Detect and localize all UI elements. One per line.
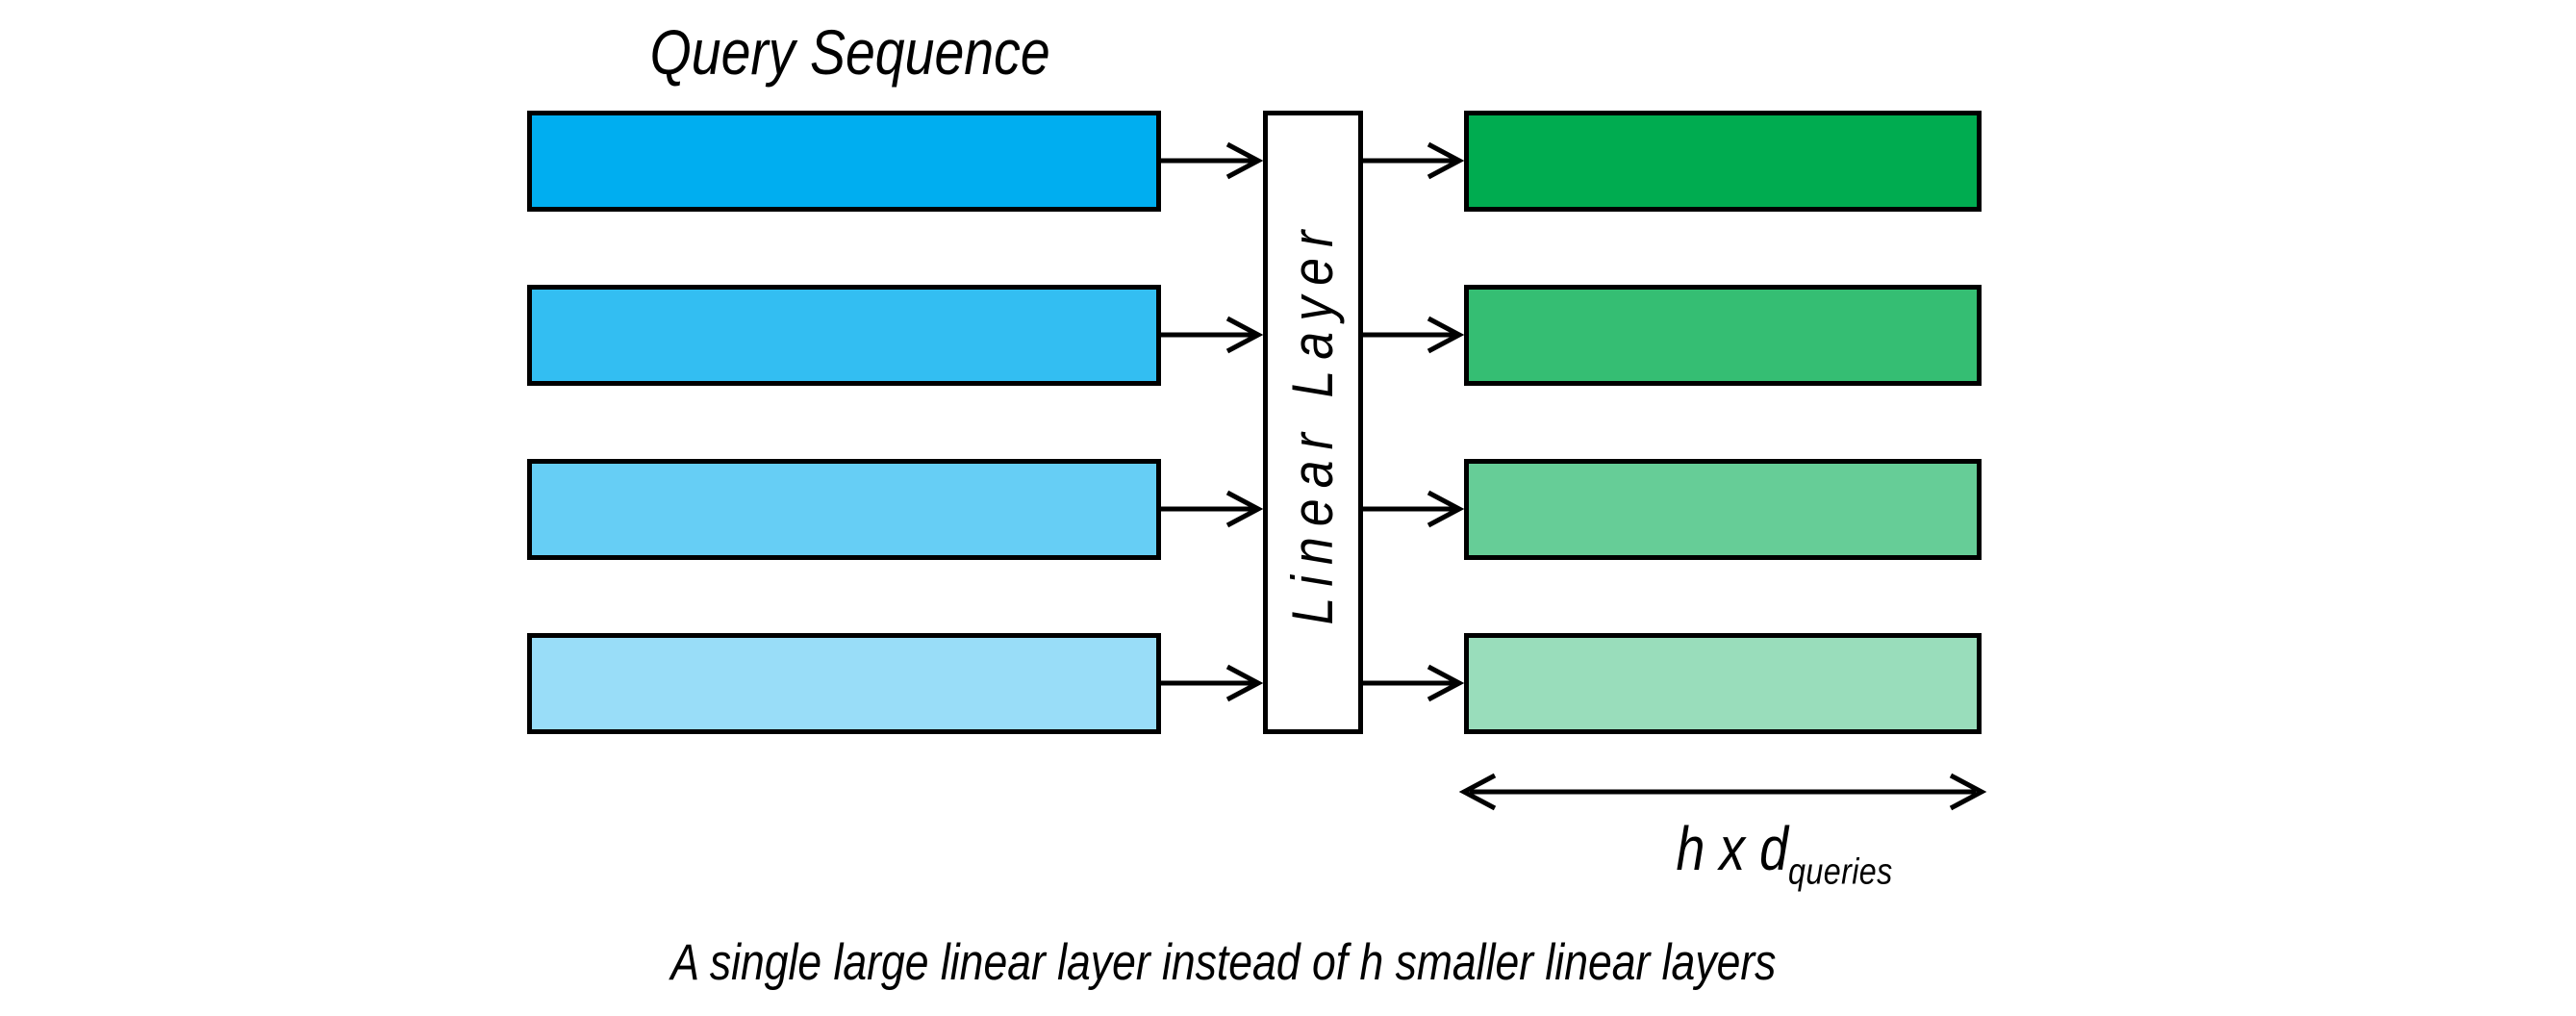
query-bar-3	[527, 459, 1161, 560]
caption-text: A single large linear layer instead of h…	[670, 934, 1777, 991]
arrow-layer-to-output-4	[1363, 664, 1465, 702]
output-bar-4	[1464, 633, 1982, 734]
linear-layer-label-wrap: Linear Layer	[1268, 115, 1358, 729]
arrow-query-2-to-layer	[1161, 316, 1264, 354]
arrow-layer-to-output-2	[1363, 316, 1465, 354]
output-bar-1	[1464, 111, 1982, 212]
arrow-query-1-to-layer	[1161, 141, 1264, 180]
query-bar-2	[527, 285, 1161, 386]
diagram-title: Query Sequence	[527, 16, 1174, 88]
width-double-arrow	[1458, 773, 1987, 811]
caption: A single large linear layer instead of h…	[262, 934, 2185, 991]
output-bar-2	[1464, 285, 1982, 386]
linear-layer-box: Linear Layer	[1263, 111, 1363, 734]
arrow-layer-to-output-1	[1363, 141, 1465, 180]
query-bar-4	[527, 633, 1161, 734]
arrow-layer-to-output-3	[1363, 490, 1465, 528]
linear-layer-label: Linear Layer	[1280, 219, 1346, 625]
arrow-query-3-to-layer	[1161, 490, 1264, 528]
dimension-label-subscript: queries	[1787, 851, 1893, 893]
dimension-label-text: h x dqueries	[1676, 818, 1892, 891]
dimension-label-main: h x d	[1676, 814, 1788, 883]
arrow-query-4-to-layer	[1161, 664, 1264, 702]
dimension-label: h x dqueries	[1496, 818, 2073, 891]
query-bar-1	[527, 111, 1161, 212]
diagram-title-text: Query Sequence	[649, 16, 1051, 88]
output-bar-3	[1464, 459, 1982, 560]
